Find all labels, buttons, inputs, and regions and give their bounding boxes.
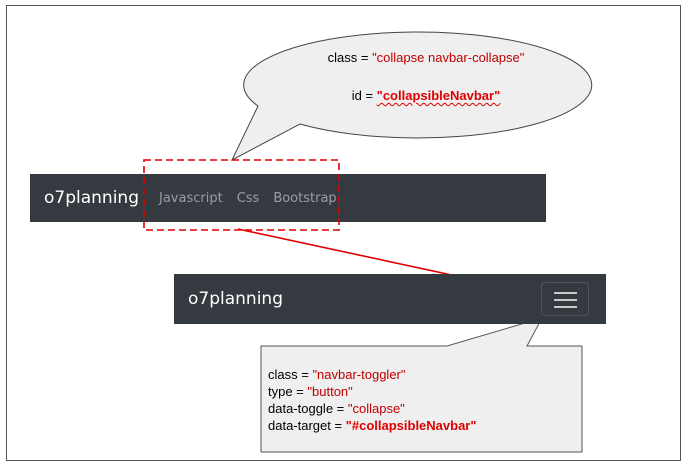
navbar-expanded: o7planning Javascript Css Bootstrap <box>30 174 546 222</box>
nav-link-css[interactable]: Css <box>236 190 260 206</box>
top-callout-bubble <box>230 31 593 162</box>
toggler-class-label: class = <box>268 367 313 382</box>
class-attr-value: "collapse navbar-collapse" <box>372 50 525 65</box>
navbar-collapsed: o7planning <box>174 274 606 324</box>
id-attr-label: id = <box>351 88 377 103</box>
toggler-type-value: "button" <box>307 384 353 399</box>
navbar-brand-collapsed[interactable]: o7planning <box>188 289 283 309</box>
hamburger-icon-bar <box>554 299 577 301</box>
id-attr-value: "collapsibleNavbar" <box>376 88 501 103</box>
diagram-frame <box>6 5 681 461</box>
toggler-toggle-label: data-toggle = <box>268 401 348 416</box>
nav-link-bootstrap[interactable]: Bootstrap <box>273 190 337 206</box>
toggler-class-line: class = "navbar-toggler" <box>268 366 477 383</box>
toggler-type-label: type = <box>268 384 308 399</box>
navbar-brand[interactable]: o7planning <box>44 188 139 208</box>
toggler-target-line: data-target = "#collapsibleNavbar" <box>268 417 477 434</box>
toggler-type-line: type = "button" <box>268 383 477 400</box>
hamburger-icon-bar <box>554 306 577 308</box>
class-attr-label: class = <box>327 50 373 65</box>
navbar-toggler-button[interactable] <box>541 282 589 316</box>
top-callout-class-line: class = "collapse navbar-collapse" <box>258 48 594 68</box>
navbar-collapse-links: Javascript Css Bootstrap <box>159 191 351 206</box>
hamburger-icon <box>554 292 577 294</box>
bottom-callout-text: class = "navbar-toggler" type = "button"… <box>268 366 477 434</box>
top-callout-text: class = "collapse navbar-collapse" id = … <box>258 48 594 106</box>
toggler-toggle-line: data-toggle = "collapse" <box>268 400 477 417</box>
toggler-toggle-value: "collapse" <box>347 401 405 416</box>
bottom-callout-box <box>260 317 583 453</box>
top-callout-id-line: id = "collapsibleNavbar" <box>258 86 594 106</box>
nav-link-javascript[interactable]: Javascript <box>159 190 223 206</box>
toggler-target-label: data-target = <box>268 418 346 433</box>
toggler-target-value: "#collapsibleNavbar" <box>345 418 477 433</box>
toggler-class-value: "navbar-toggler" <box>312 367 406 382</box>
